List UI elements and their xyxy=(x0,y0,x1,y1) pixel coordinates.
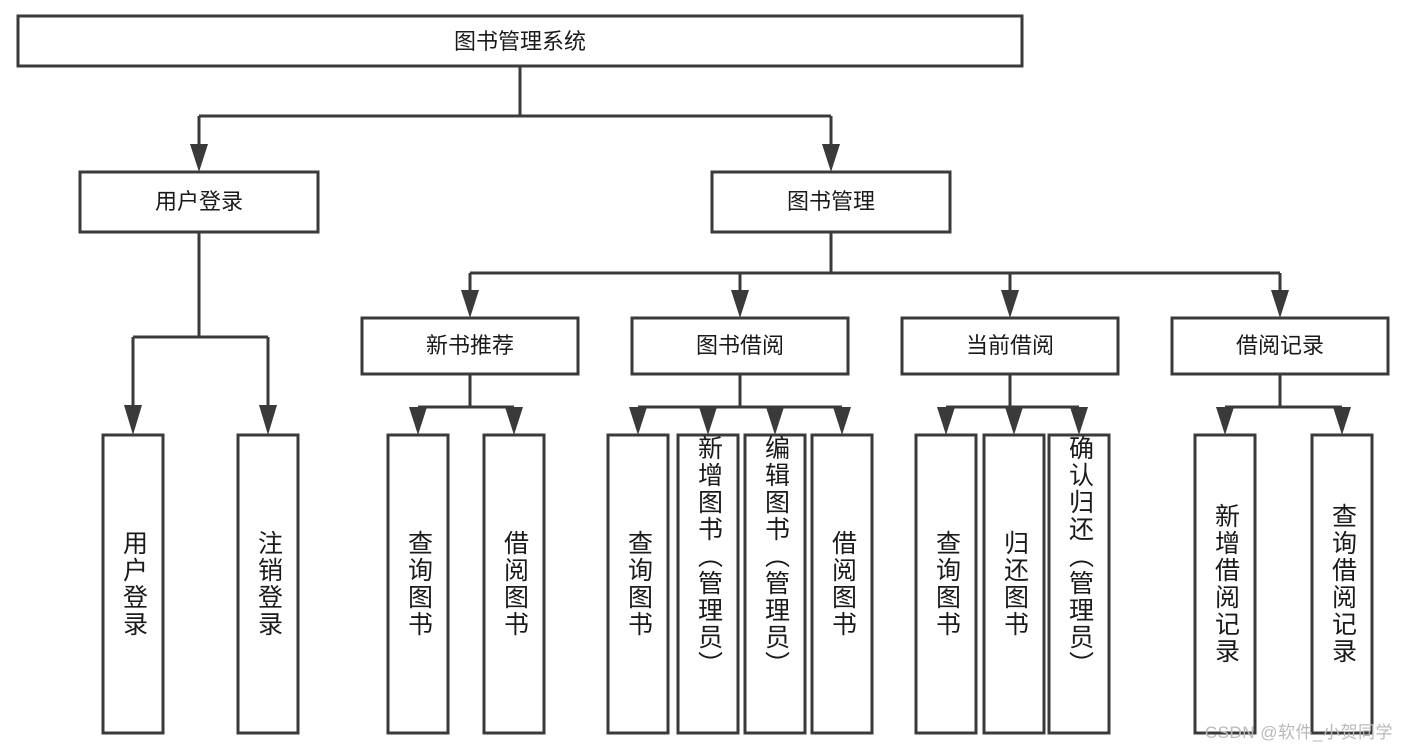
arrow-head-current-borrow xyxy=(1001,290,1019,318)
node-book-manage[interactable]: 图书管理 xyxy=(710,170,952,234)
node-current-borrow-label: 当前借阅 xyxy=(966,333,1054,358)
leaf-rect-group xyxy=(101,433,1374,735)
node-user-login-rect[interactable] xyxy=(78,170,320,234)
node-borrow-record-rect[interactable] xyxy=(1170,316,1390,376)
arrow-head-leaf-add-record xyxy=(1216,407,1234,435)
node-leaf-user-login-rect[interactable] xyxy=(101,433,165,735)
node-book-borrow[interactable]: 图书借阅 xyxy=(630,316,850,376)
arrow-head-leaf-query-book-1 xyxy=(409,407,427,435)
node-root[interactable]: 图书管理系统 xyxy=(16,14,1024,68)
node-borrow-record-label: 借阅记录 xyxy=(1236,333,1324,358)
arrow-head-leaf-return-book xyxy=(1005,407,1023,435)
node-book-borrow-label: 图书借阅 xyxy=(696,333,784,358)
node-leaf-borrow-book-2-rect[interactable] xyxy=(810,433,874,735)
arrow-head-leaf-user-login xyxy=(124,405,142,435)
node-leaf-confirm-return-rect[interactable] xyxy=(1047,433,1111,735)
node-leaf-query-book-2-rect[interactable] xyxy=(606,433,670,735)
arrow-head-book-borrow xyxy=(731,290,749,318)
connector-group-current-borrow xyxy=(937,374,1088,435)
arrow-head-new-book-recommend xyxy=(461,290,479,318)
connector-group-user-login xyxy=(124,232,277,435)
node-book-manage-rect[interactable] xyxy=(710,170,952,234)
arrow-head-leaf-add-book xyxy=(699,407,717,435)
watermark-text: CSDN @软件_小贺同学 xyxy=(1204,723,1393,742)
arrow-head-leaf-borrow-book-1 xyxy=(505,407,523,435)
arrow-head-leaf-query-book-3 xyxy=(937,407,955,435)
connector-group-root xyxy=(190,66,840,172)
node-root-rect[interactable] xyxy=(16,14,1024,68)
arrow-head-leaf-query-book-2 xyxy=(629,407,647,435)
node-current-borrow[interactable]: 当前借阅 xyxy=(900,316,1120,376)
node-leaf-query-record-rect[interactable] xyxy=(1310,433,1374,735)
arrow-head-book-manage xyxy=(822,144,840,172)
node-user-login[interactable]: 用户登录 xyxy=(78,170,320,234)
node-book-manage-label: 图书管理 xyxy=(787,189,875,214)
node-current-borrow-rect[interactable] xyxy=(900,316,1120,376)
arrow-head-leaf-query-record xyxy=(1333,407,1351,435)
node-leaf-add-record-rect[interactable] xyxy=(1193,433,1257,735)
node-user-login-label: 用户登录 xyxy=(155,189,243,214)
connector-group-new-book-recommend xyxy=(409,374,523,435)
node-leaf-borrow-book-1-rect[interactable] xyxy=(482,433,546,735)
node-leaf-query-book-3-rect[interactable] xyxy=(914,433,978,735)
connector-group-book-borrow xyxy=(629,374,851,435)
arrow-head-borrow-record xyxy=(1271,290,1289,318)
node-borrow-record[interactable]: 借阅记录 xyxy=(1170,316,1390,376)
node-leaf-add-book-rect[interactable] xyxy=(676,433,740,735)
arrow-head-leaf-user-logout xyxy=(259,405,277,435)
node-book-borrow-rect[interactable] xyxy=(630,316,850,376)
connector-group-book-manage xyxy=(461,232,1289,318)
node-new-book-recommend[interactable]: 新书推荐 xyxy=(360,316,580,376)
arrow-head-leaf-borrow-book-2 xyxy=(833,407,851,435)
node-new-book-recommend-rect[interactable] xyxy=(360,316,580,376)
connector-group-borrow-record xyxy=(1216,374,1351,435)
node-new-book-recommend-label: 新书推荐 xyxy=(426,333,514,358)
arrow-head-leaf-edit-book xyxy=(766,407,784,435)
node-leaf-query-book-1-rect[interactable] xyxy=(386,433,450,735)
arrow-head-user-login xyxy=(190,144,208,172)
node-leaf-return-book-rect[interactable] xyxy=(982,433,1046,735)
node-leaf-edit-book-rect[interactable] xyxy=(743,433,807,735)
arrow-head-leaf-confirm-return xyxy=(1070,407,1088,435)
node-leaf-user-logout-rect[interactable] xyxy=(236,433,300,735)
node-root-label: 图书管理系统 xyxy=(454,29,586,54)
